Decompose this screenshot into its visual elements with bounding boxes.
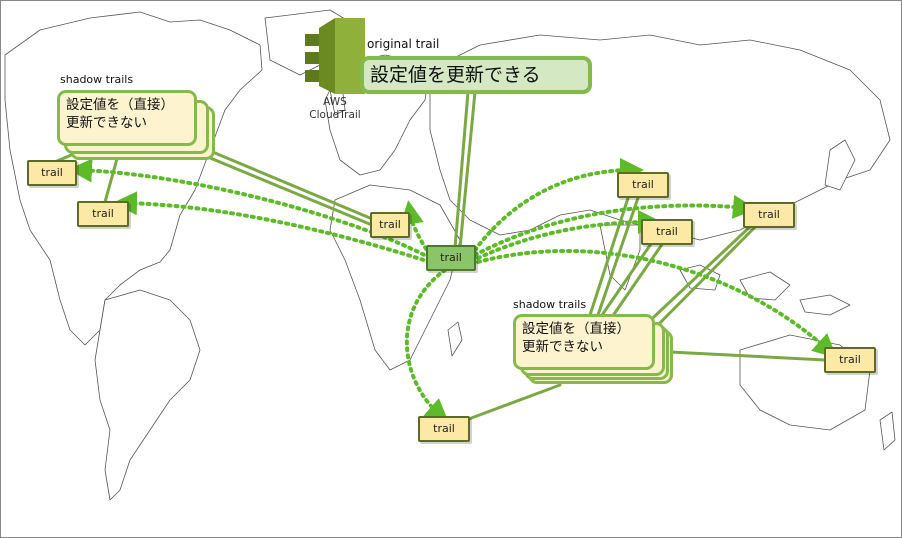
arrow-to-east-2 [473, 194, 757, 257]
shadow-note-left-line1: 設定値を（直接） [66, 97, 174, 113]
trail-node-east-1: trail [617, 172, 669, 198]
shadow-trails-heading-right: shadow trails [513, 298, 587, 311]
connector-right-6 [646, 220, 762, 337]
shadow-note-right-line2: 更新できない [522, 339, 603, 355]
connector-left-1 [201, 146, 372, 220]
arrow-to-australia [404, 268, 450, 423]
shadow-note-left: 設定値を（直接） 更新できない [57, 90, 197, 146]
connector-original-2 [458, 90, 477, 250]
trail-node-australia: trail [418, 416, 470, 442]
connector-right-4 [608, 238, 667, 322]
connector-right-7 [668, 350, 827, 362]
original-note: 設定値を更新できる [360, 56, 592, 94]
trail-node-west-2: trail [77, 201, 129, 227]
map-sea-3 [799, 294, 851, 316]
arrow-to-near [399, 200, 432, 257]
arrow-to-tokyo-left [68, 158, 432, 260]
trail-node-east-2: trail [641, 219, 693, 245]
shadow-note-left-line2: 更新できない [66, 115, 147, 131]
connector-original [453, 90, 470, 250]
map-africa [329, 184, 461, 371]
shadow-trails-heading-left: shadow trails [60, 73, 134, 86]
connector-right-3 [598, 236, 657, 320]
trail-node-west-1: trail [27, 160, 77, 186]
map-japan [824, 139, 856, 191]
connector-right-8 [464, 383, 562, 422]
connector-right-5 [638, 220, 757, 332]
map-south-america [94, 289, 201, 501]
map-new-zealand [879, 411, 896, 451]
arrow-to-south-america [476, 249, 837, 359]
aws-cloudtrail-label: AWS CloudTrail [300, 96, 370, 122]
trail-node-south-america: trail [824, 347, 876, 373]
trail-node-original: trail [426, 245, 476, 271]
arrow-to-east-1 [473, 158, 644, 252]
arrow-to-europe [113, 191, 432, 264]
trail-node-near: trail [370, 212, 410, 238]
shadow-note-right: 設定値を（直接） 更新できない [513, 314, 655, 370]
shadow-note-right-line1: 設定値を（直接） [522, 321, 630, 337]
map-madagascar [447, 321, 463, 357]
connector-left-2 [201, 153, 374, 227]
arrow-to-east-3 [476, 210, 662, 260]
aws-label-line2: CloudTrail [309, 109, 361, 121]
original-trail-heading: original trail [367, 37, 440, 51]
trail-node-east-3: trail [743, 202, 795, 228]
aws-label-line1: AWS [323, 96, 347, 108]
